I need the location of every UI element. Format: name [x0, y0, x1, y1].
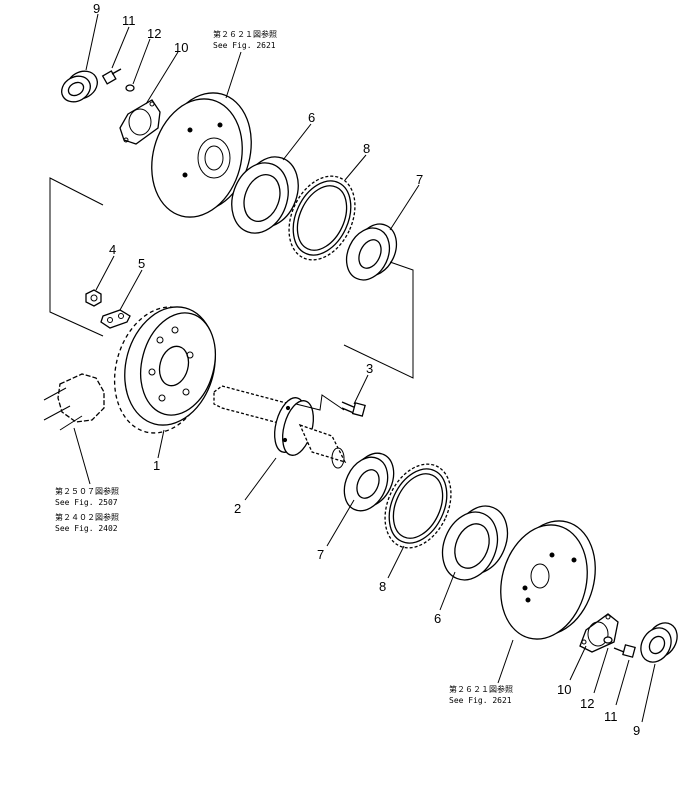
callout-7-upper: 7 [416, 172, 423, 187]
part-1-bevel-gear [113, 306, 216, 434]
callout-10-lower: 10 [557, 682, 571, 697]
callout-12-top: 12 [147, 26, 161, 41]
callout-8-lower: 8 [379, 579, 386, 594]
callout-3: 3 [366, 361, 373, 376]
assembly-bracket-right [343, 261, 414, 379]
reference-top-en: See Fig. 2621 [213, 41, 276, 50]
callout-6-upper: 6 [308, 110, 315, 125]
callout-1: 1 [153, 458, 160, 473]
callout-8-upper: 8 [363, 141, 370, 156]
part-9-seal-lower [640, 622, 678, 663]
assembly-bracket-left [49, 177, 104, 337]
callout-11-lower: 11 [604, 709, 618, 724]
callout-11-top: 11 [122, 13, 136, 28]
pinion-gear [43, 373, 105, 431]
part-8-toothed-ring-upper [288, 175, 356, 261]
callout-6-lower: 6 [434, 611, 441, 626]
callout-12-lower: 12 [580, 696, 594, 711]
reference-left1-jp: 第２５０７図参照 [55, 486, 119, 496]
reference-left1-en: See Fig. 2507 [55, 498, 118, 507]
reference-top-jp: 第２６２１図参照 [213, 29, 277, 39]
callout-2: 2 [234, 501, 241, 516]
part-6-bearing-cup-upper [231, 156, 299, 234]
part-2-shaft [213, 385, 347, 469]
upper-brake-disc [151, 92, 252, 218]
part-11-bolt-top [101, 68, 122, 85]
part-12-washer-lower [603, 636, 613, 644]
part-7-bearing-lower [343, 452, 395, 512]
shaft-leader-jog [295, 394, 345, 411]
callout-5: 5 [138, 256, 145, 271]
leader-lines [73, 13, 656, 723]
callout-9-top: 9 [93, 1, 100, 16]
part-12-washer-top [125, 84, 135, 92]
reference-left2-en: See Fig. 2402 [55, 524, 118, 533]
part-3-bolt [341, 401, 366, 417]
lower-brake-disc [500, 520, 596, 640]
reference-top: 第２６２１図参照 See Fig. 2621 [213, 29, 277, 50]
part-9-seal-top [61, 70, 98, 103]
callout-4: 4 [109, 242, 116, 257]
callout-7-lower: 7 [317, 547, 324, 562]
callout-numbers: 9 11 12 10 6 8 7 4 5 3 1 2 7 8 6 10 12 1… [93, 1, 640, 738]
part-4-nut [85, 289, 102, 307]
reference-bottom: 第２６２１図参照 See Fig. 2621 [449, 684, 513, 705]
reference-bottom-en: See Fig. 2621 [449, 696, 512, 705]
reference-bottom-jp: 第２６２１図参照 [449, 684, 513, 694]
callout-10-top: 10 [174, 40, 188, 55]
part-10-gasket-top [119, 99, 161, 145]
part-7-bearing-upper [345, 223, 398, 281]
part-6-bearing-cup-lower [441, 505, 509, 581]
part-5-lock-plate [100, 309, 131, 329]
reference-left: 第２５０７図参照 See Fig. 2507 第２４０２図参照 See Fig.… [55, 486, 119, 533]
callout-9-lower: 9 [633, 723, 640, 738]
part-11-bolt-lower [613, 644, 636, 658]
reference-left2-jp: 第２４０２図参照 [55, 512, 119, 522]
